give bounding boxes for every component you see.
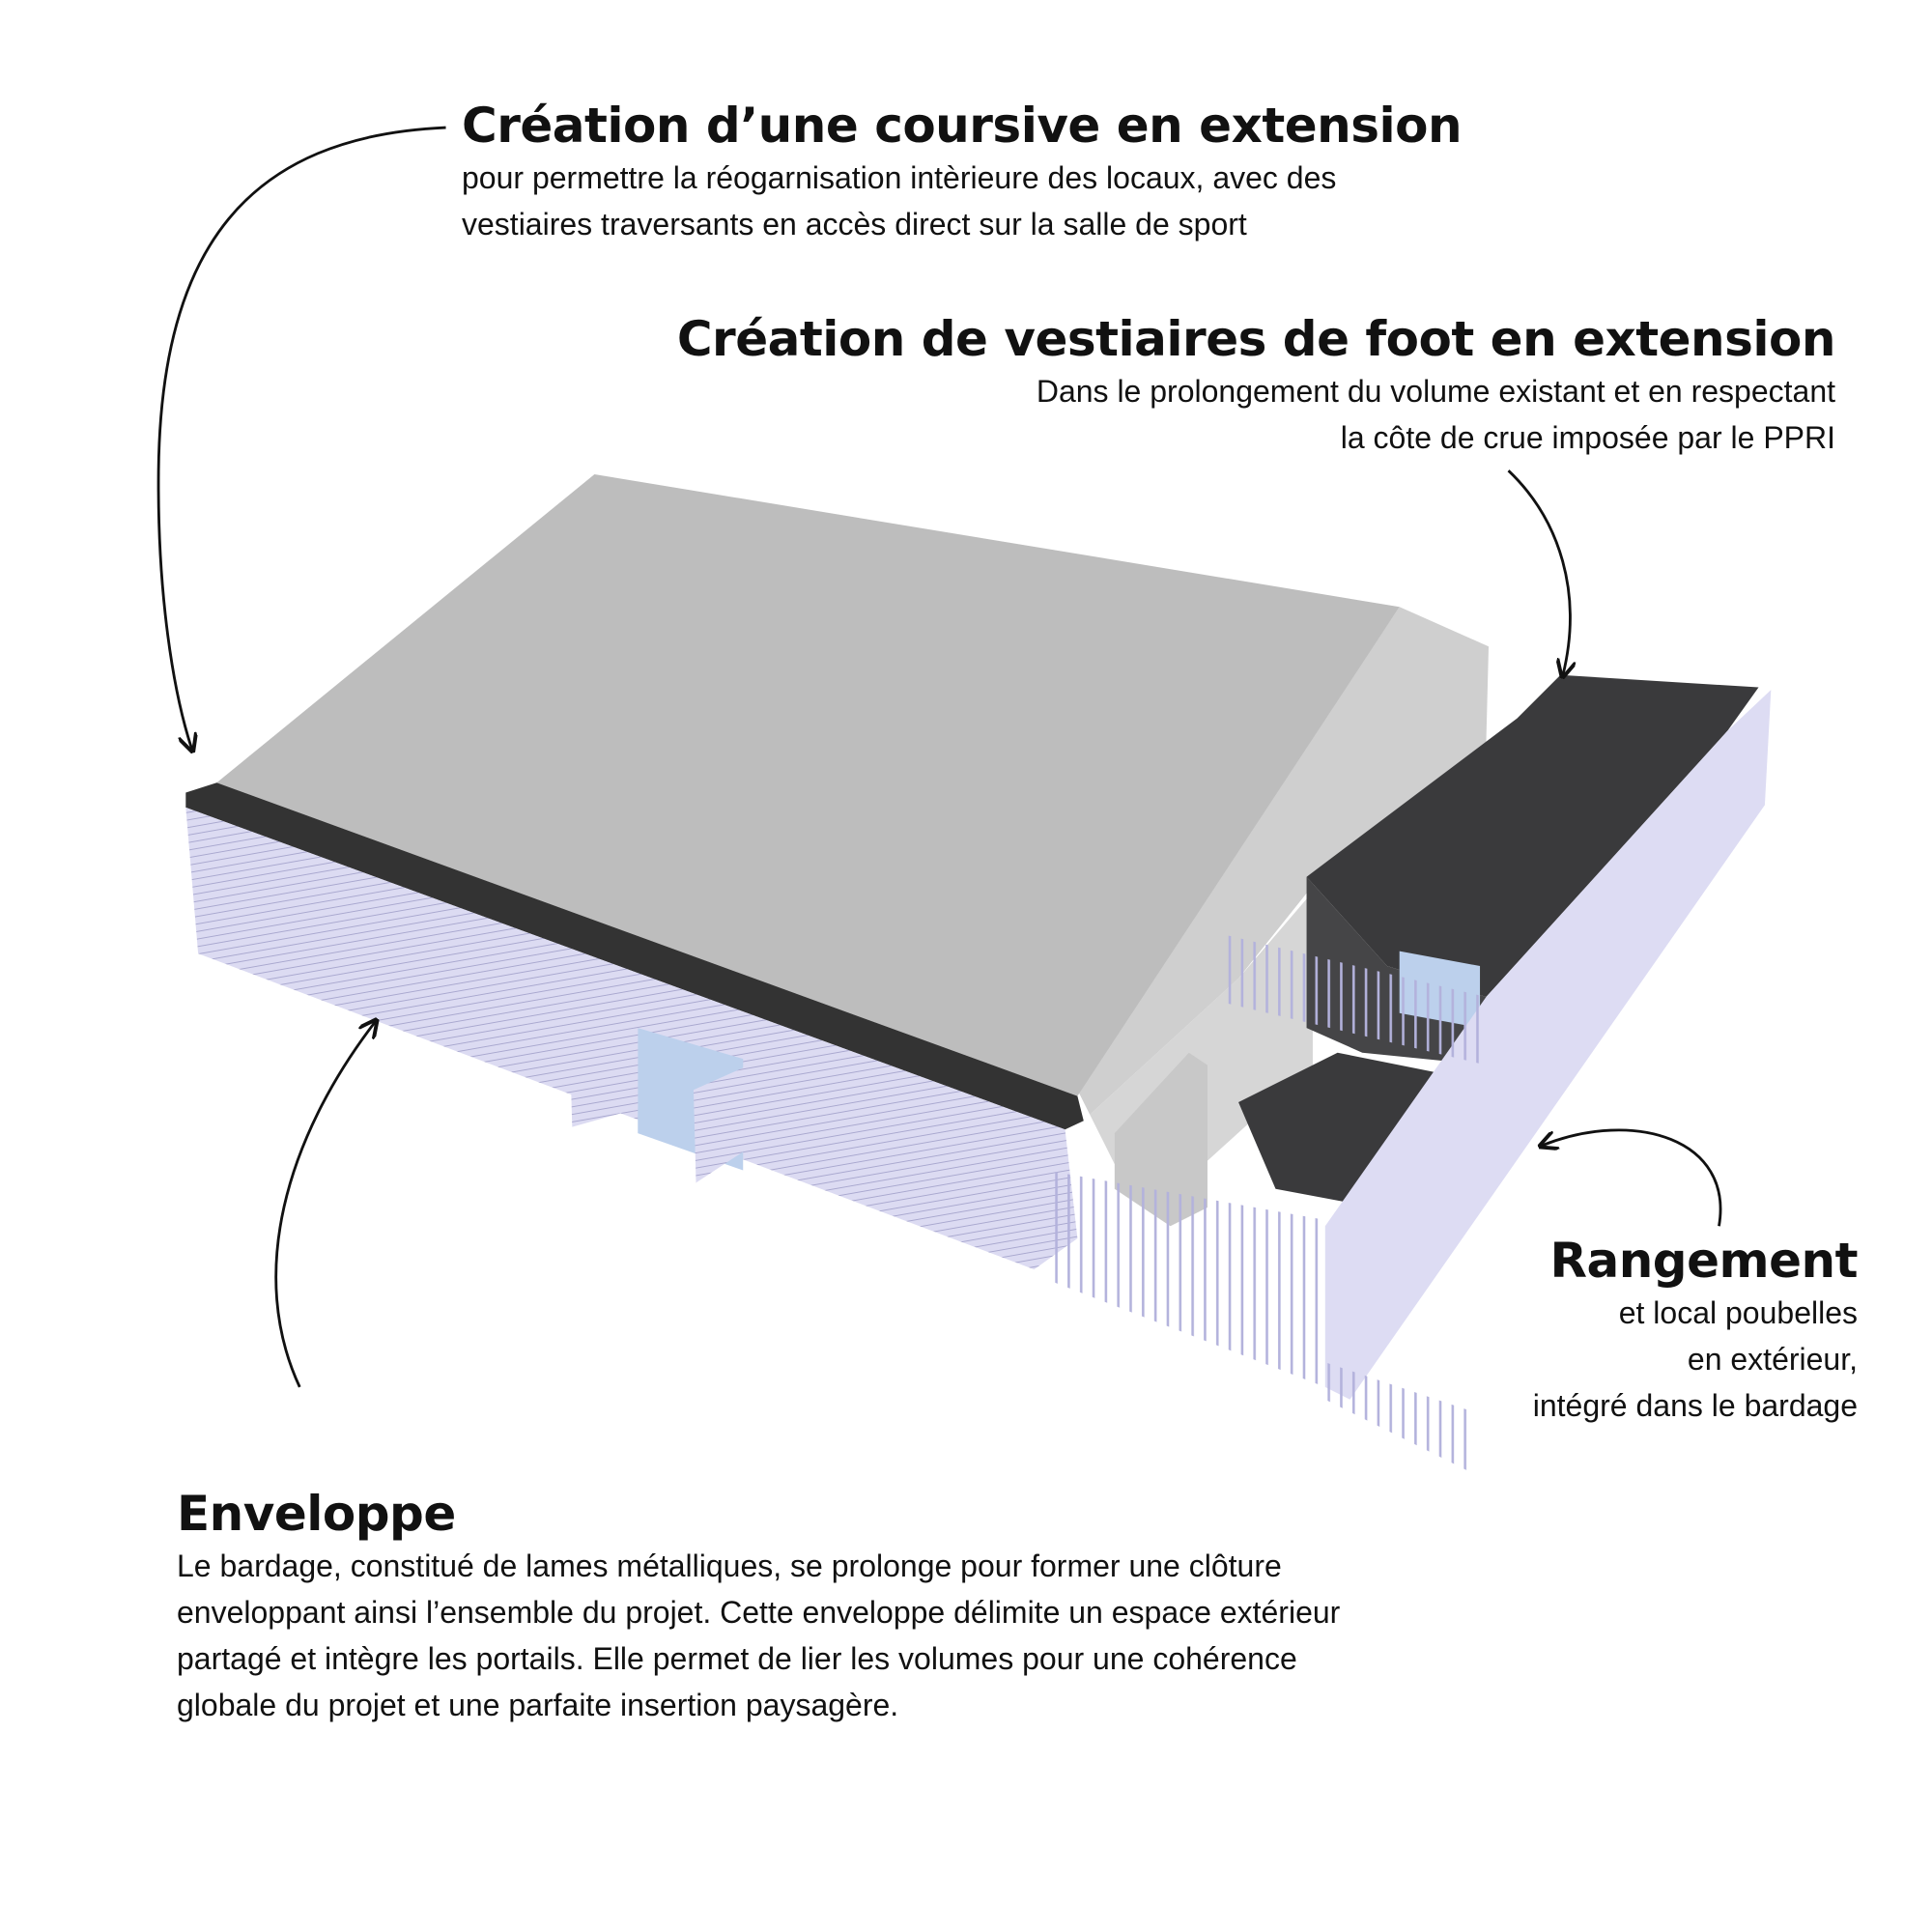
entrance-gate-left xyxy=(569,1021,639,1127)
annotation-title: Rangement xyxy=(1549,1233,1858,1289)
annotation-title: Création de vestiaires de foot en extens… xyxy=(676,311,1836,367)
balcony-fence xyxy=(1226,934,1487,1065)
stair-block xyxy=(1114,1052,1208,1227)
annotation-title: Enveloppe xyxy=(177,1486,456,1542)
roof-eave xyxy=(185,782,1084,1130)
entrance-gate-right xyxy=(693,1065,750,1183)
front-fence xyxy=(1046,1170,1325,1387)
annotation-enveloppe: Enveloppe Le bardage, constitué de lames… xyxy=(177,1485,1340,1728)
annotation-vestiaires: Création de vestiaires de foot en extens… xyxy=(676,310,1836,461)
extension-roof xyxy=(1306,674,1759,998)
gable-wall xyxy=(1077,607,1490,1115)
annotation-line: partagé et intègre les portails. Elle pe… xyxy=(177,1641,1297,1676)
arrow-coursive xyxy=(156,126,446,750)
arrow-enveloppe xyxy=(274,1022,376,1388)
arrow-vestiaires xyxy=(1507,469,1571,675)
annotation-line: Dans le prolongement du volume existant … xyxy=(1036,374,1835,409)
annotation-line: globale du projet et une parfaite insert… xyxy=(177,1688,899,1722)
annotation-rangement: Rangement et local poubelles en extérieu… xyxy=(1532,1232,1859,1429)
side-cladding xyxy=(1324,690,1772,1400)
annotation-line: pour permettre la réogarnisation intèrie… xyxy=(462,160,1337,195)
extended-fence xyxy=(1324,1362,1474,1474)
annotation-line: Le bardage, constitué de lames métalliqu… xyxy=(177,1548,1282,1583)
annotation-line: intégré dans le bardage xyxy=(1532,1388,1858,1423)
annotation-line: en extérieur, xyxy=(1687,1342,1858,1377)
arrow-rangement xyxy=(1542,1128,1722,1227)
annotation-coursive: Création d’une coursive en extension pou… xyxy=(462,97,1463,247)
annotation-line: enveloppant ainsi l’ensemble du projet. … xyxy=(177,1595,1341,1630)
storage-roof xyxy=(1238,1052,1462,1208)
annotation-line: et local poubelles xyxy=(1618,1295,1858,1330)
annotation-line: vestiaires traversants en accès direct s… xyxy=(462,207,1247,242)
annotation-title: Création d’une coursive en extension xyxy=(462,98,1463,154)
main-roof xyxy=(216,474,1400,1096)
annotation-line: la côte de crue imposée par le PPRI xyxy=(1340,420,1835,455)
